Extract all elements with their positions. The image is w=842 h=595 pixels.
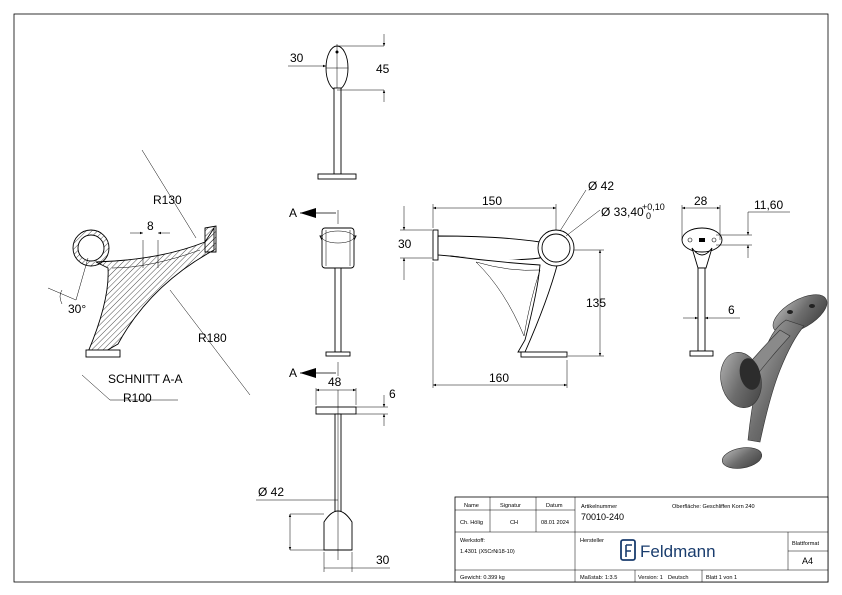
section-view — [47, 149, 251, 401]
side-width-dim: 28 — [694, 194, 708, 208]
tb-header-signature: Signatur — [500, 503, 521, 509]
side-view — [681, 205, 790, 357]
bottom-thickness-dim: 6 — [389, 387, 396, 401]
tb-header-name: Name — [464, 503, 479, 509]
left-view — [300, 208, 357, 378]
front-height-dim: 135 — [586, 296, 606, 310]
front-span-dim: 150 — [482, 194, 502, 208]
tb-name: Ch. Hölig — [460, 520, 483, 526]
front-pipe-dia: Ø 42 — [588, 179, 614, 193]
top-height-dim: 45 — [376, 62, 390, 76]
section-title: SCHNITT A-A — [108, 372, 182, 386]
tb-article-value: 70010-240 — [581, 512, 624, 522]
front-top-left-dim: 30 — [398, 237, 412, 251]
tb-surface: Oberfläche: Geschliffen Korn 240 — [672, 504, 755, 510]
top-width-dim: 30 — [290, 51, 304, 65]
tb-scale: Maßstab: 1:3.5 — [580, 575, 617, 581]
front-view — [400, 189, 604, 388]
tb-weight: Gewicht: 0.399 kg — [460, 575, 505, 581]
isometric-render — [720, 294, 828, 469]
section-marker-top: A — [289, 206, 297, 220]
bottom-end-width-dim: 30 — [376, 553, 390, 567]
section-angle: 30° — [68, 302, 86, 316]
section-wall-dim: 8 — [147, 219, 154, 233]
bottom-diameter-dim: Ø 42 — [258, 485, 284, 499]
front-tol-upper: +0,10 — [642, 202, 665, 212]
tb-language: Deutsch — [668, 575, 689, 581]
tb-version: Version: 1 — [638, 575, 663, 581]
front-reach-dim: 160 — [489, 371, 509, 385]
tb-logo: Feldmann — [640, 542, 716, 561]
front-pipe-bore: Ø 33,40 — [601, 205, 644, 219]
top-view — [288, 34, 386, 180]
tb-material-value: 1.4301 (X5CrNi18-10) — [460, 549, 515, 555]
tb-material-label: Werkstoff: — [460, 538, 485, 544]
section-marker-bottom: A — [289, 366, 297, 380]
tb-sheet-format-value: A4 — [802, 556, 813, 566]
tb-date: 08.01 2024 — [541, 520, 569, 526]
section-r180: R180 — [198, 331, 227, 345]
section-r130: R130 — [153, 193, 182, 207]
tb-header-date: Datum — [546, 503, 563, 509]
bottom-view — [256, 388, 390, 572]
tb-sheet: Blatt 1 von 1 — [706, 575, 737, 581]
section-r100: R100 — [123, 391, 152, 405]
front-tol-lower: 0 — [646, 211, 651, 221]
sheet-border — [13, 13, 829, 583]
bottom-width-dim: 48 — [328, 375, 342, 389]
tb-manufacturer-label: Hersteller — [580, 538, 604, 544]
side-thickness-dim: 6 — [728, 303, 735, 317]
tb-sheet-format-label: Blattformat — [792, 541, 819, 547]
title-block — [454, 496, 829, 583]
tb-article-label: Artikelnummer — [581, 504, 617, 510]
side-offset-dim: 11,60 — [754, 198, 783, 212]
tb-signature: CH — [510, 520, 518, 526]
